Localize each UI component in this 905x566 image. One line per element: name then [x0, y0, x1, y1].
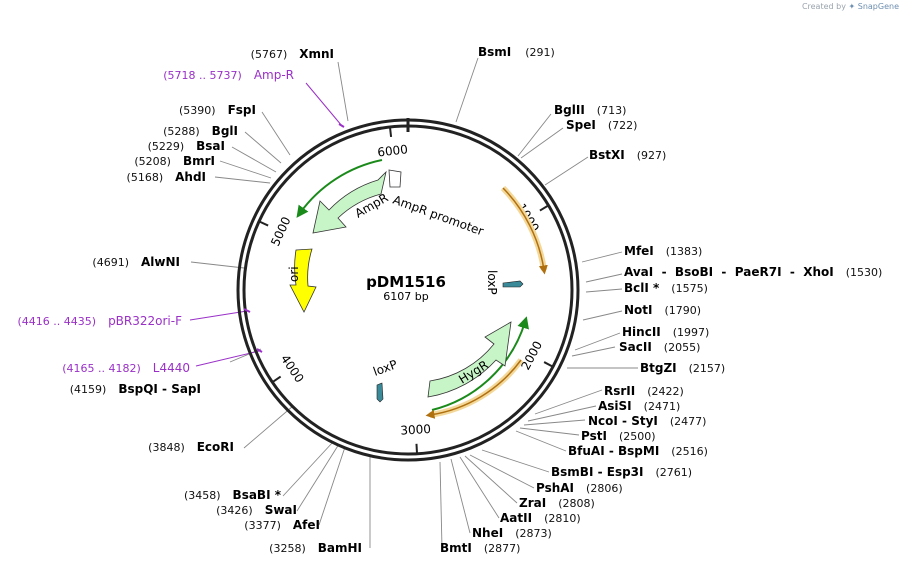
plasmid-length: 6107 bp — [383, 290, 428, 303]
primer-l4440[interactable]: (4165 .. 4182)L4440 — [62, 361, 190, 375]
primer-amp-r[interactable]: (5718 .. 5737)Amp-R — [163, 68, 294, 82]
tick-mark — [388, 126, 393, 138]
site-avai-xhoi[interactable]: AvaI - BsoBI - PaeR7I - XhoI(1530) — [624, 265, 882, 279]
orange-arc-top — [502, 187, 548, 275]
tick-mark — [271, 375, 282, 384]
primer-mark-pbr322ori-f — [243, 308, 251, 313]
site-aatii[interactable]: AatII(2810) — [500, 511, 581, 525]
site-hincii[interactable]: HincII(1997) — [622, 325, 709, 339]
feature-hygr: HygR — [427, 316, 529, 411]
site-nhei[interactable]: NheI(2873) — [472, 526, 552, 540]
feature-label-ori: ori — [287, 266, 301, 282]
site-bmri[interactable]: (5208)BmrI — [134, 154, 215, 168]
site-ahdi[interactable]: (5168)AhdI — [127, 170, 206, 184]
site-bcli[interactable]: BclI *(1575) — [624, 281, 708, 295]
feature-label-ampr-promoter: AmpR promoter — [391, 193, 485, 239]
feature-label-loxp-2: loxP — [371, 357, 399, 379]
orange-arc-bottom — [425, 359, 522, 419]
site-ecori[interactable]: (3848)EcoRI — [148, 440, 234, 454]
snapgene-logo-icon: ✦ — [848, 2, 856, 11]
site-pshai[interactable]: PshAI(2806) — [536, 481, 623, 495]
site-alwni[interactable]: (4691)AlwNI — [92, 255, 180, 269]
tick-label: 2000 — [518, 339, 545, 373]
tick-mark — [258, 220, 269, 227]
primer-mark-l4440 — [256, 348, 263, 353]
site-mfei[interactable]: MfeI(1383) — [624, 244, 702, 258]
site-labels: BsmI(291) BglII(713) SpeI(722) BstXI(927… — [70, 45, 883, 555]
snapgene-credit: Created by ✦ SnapGene — [802, 2, 899, 11]
feature-ampr-promoter: AmpR promoter — [388, 169, 485, 239]
site-zrai[interactable]: ZraI(2808) — [519, 496, 595, 510]
credit-brand: SnapGene — [857, 2, 899, 11]
feature-ori: ori — [287, 248, 317, 313]
feature-loxp-2: loxP — [371, 357, 399, 403]
credit-prefix: Created by — [801, 2, 846, 11]
primer-labels: (5718 .. 5737)Amp-R (4416 .. 4435)pBR322… — [18, 68, 295, 375]
site-spei[interactable]: SpeI(722) — [566, 118, 637, 132]
site-bspqi-sapi[interactable]: (4159)BspQI - SapI — [70, 382, 201, 396]
site-bsai[interactable]: (5229)BsaI — [148, 139, 225, 153]
feature-label-loxp-1: loxP — [485, 270, 499, 295]
site-bmti[interactable]: BmtI(2877) — [440, 541, 520, 555]
primer-leaders — [189, 82, 343, 367]
site-rsrii[interactable]: RsrII(2422) — [604, 384, 684, 398]
tick-label: 3000 — [400, 422, 431, 438]
feature-loxp-1: loxP — [485, 270, 524, 295]
tick-label: 6000 — [377, 142, 409, 159]
site-bsabi[interactable]: (3458)BsaBI * — [184, 488, 282, 502]
site-bstxi[interactable]: BstXI(927) — [589, 148, 666, 162]
site-ncoi-styi[interactable]: NcoI - StyI(2477) — [588, 414, 706, 428]
site-afei[interactable]: (3377)AfeI — [244, 518, 320, 532]
site-sacii[interactable]: SacII(2055) — [619, 340, 700, 354]
site-xmni[interactable]: (5767)XmnI — [251, 47, 334, 61]
site-swai[interactable]: (3426)SwaI — [216, 503, 297, 517]
tick-label: 5000 — [268, 215, 294, 249]
plasmid-name: pDM1516 — [366, 273, 446, 291]
tick-mark — [539, 204, 550, 212]
feature-ampr: AmpR — [296, 159, 391, 234]
site-asisi[interactable]: AsiSI(2471) — [598, 399, 680, 413]
site-bfuai-bspmi[interactable]: BfuAI - BspMI(2516) — [568, 444, 708, 458]
site-bamhi[interactable]: (3258)BamHI — [269, 541, 362, 555]
tick-mark — [415, 443, 419, 454]
site-noti[interactable]: NotI(1790) — [624, 303, 701, 317]
primer-pbr322ori-f[interactable]: (4416 .. 4435)pBR322ori-F — [18, 314, 183, 328]
tick-label: 4000 — [278, 352, 307, 385]
primer-mark-amp-r — [338, 123, 345, 128]
site-btgzi[interactable]: BtgZI(2157) — [640, 361, 725, 375]
leader-lines — [190, 57, 638, 549]
site-fspi[interactable]: (5390)FspI — [179, 103, 256, 117]
site-bsmi[interactable]: BsmI(291) — [478, 45, 555, 59]
tick-mark — [543, 361, 554, 368]
site-bsmbi-esp3i[interactable]: BsmBI - Esp3I(2761) — [551, 465, 692, 479]
site-bgli[interactable]: (5288)BglI — [163, 124, 238, 138]
site-bglii[interactable]: BglII(713) — [554, 103, 626, 117]
site-psti[interactable]: PstI(2500) — [581, 429, 656, 443]
